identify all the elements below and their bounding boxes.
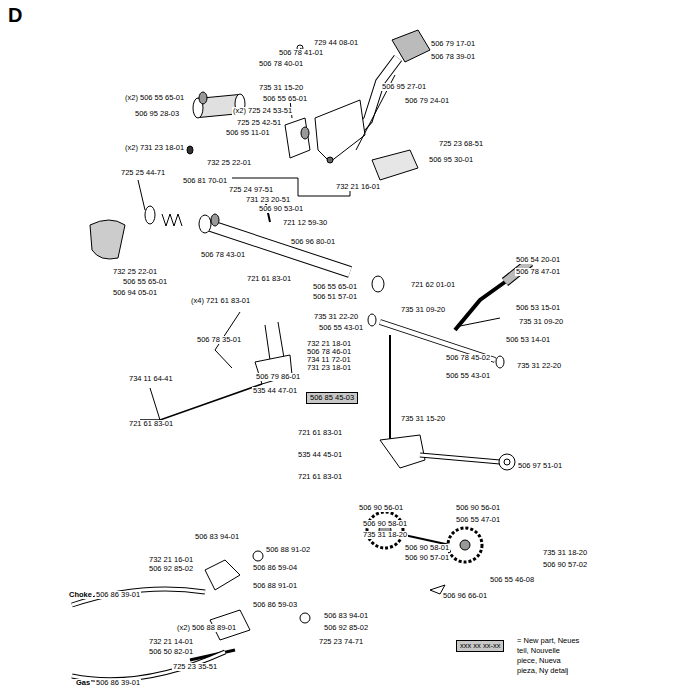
callout-number: 506 83 94-01 bbox=[194, 533, 240, 541]
callout-number: 506 90 56-01 bbox=[455, 504, 501, 512]
callout-number: 506 55 47-01 bbox=[455, 516, 501, 524]
callout-number: (x2) 506 55 65-01 bbox=[124, 94, 185, 102]
callout-number: 506 90 58-01 bbox=[404, 544, 450, 552]
callout-number: 506 96 80-01 bbox=[290, 238, 336, 246]
callout-number: 506 78 47-01 bbox=[515, 268, 561, 276]
callout-number: 506 55 43-01 bbox=[445, 372, 491, 380]
callout-number: 735 31 09-20 bbox=[400, 306, 446, 314]
cable-name: Gas bbox=[75, 679, 91, 687]
callout-number: 506 86 39-01 bbox=[95, 679, 141, 687]
callout-number: (x4) 721 61 83-01 bbox=[190, 297, 251, 305]
callout-number: 725 23 68-51 bbox=[438, 140, 484, 148]
callout-number: 725 25 44-71 bbox=[120, 169, 166, 177]
callout-number: 506 95 11-01 bbox=[225, 129, 271, 137]
callout-number: 721 61 83-01 bbox=[297, 473, 343, 481]
callout-number: 506 54 20-01 bbox=[515, 256, 561, 264]
callout-number: 735 31 15-20 bbox=[400, 415, 446, 423]
callout-number: 734 11 64-41 bbox=[128, 375, 174, 383]
callout-number: 506 88 91-01 bbox=[252, 582, 298, 590]
callout-number: 506 88 91-02 bbox=[265, 546, 311, 554]
callout-number: 721 61 83-01 bbox=[297, 429, 343, 437]
cable-name: Choke bbox=[68, 591, 93, 599]
callout-number: 731 23 18-01 bbox=[306, 364, 352, 372]
callout-number: 506 78 43-01 bbox=[200, 251, 246, 259]
callout-number: 506 78 35-01 bbox=[196, 336, 242, 344]
callout-number: 506 79 86-01 bbox=[255, 373, 301, 381]
callout-number: 506 51 57-01 bbox=[312, 293, 358, 301]
callout-number: 735 31 09-20 bbox=[518, 318, 564, 326]
callout-number: 506 78 39-01 bbox=[430, 53, 476, 61]
callout-number: 735 31 15-20 bbox=[258, 84, 304, 92]
callout-number: 506 92 85-02 bbox=[148, 565, 194, 573]
callout-number: 721 61 83-01 bbox=[128, 420, 174, 428]
callout-number: 731 23 20-51 bbox=[245, 196, 291, 204]
callout-number: 725 25 42-51 bbox=[236, 119, 282, 127]
callout-number: 506 53 14-01 bbox=[505, 336, 551, 344]
callout-number: 735 31 22-20 bbox=[313, 313, 359, 321]
callout-number: 506 79 17-01 bbox=[430, 40, 476, 48]
callout-number: 535 44 45-01 bbox=[297, 451, 343, 459]
callout-number: 506 94 05-01 bbox=[112, 289, 158, 297]
callout-number: 506 90 58-01 bbox=[362, 520, 408, 528]
callout-number: 506 90 56-01 bbox=[358, 504, 404, 512]
callout-number: 725 24 97-51 bbox=[228, 186, 274, 194]
section-letter: D bbox=[8, 4, 22, 26]
callout-number: 506 78 46-01 bbox=[306, 348, 352, 356]
callout-number: 506 50 82-01 bbox=[148, 648, 194, 656]
callout-number: 721 12 59-30 bbox=[282, 219, 328, 227]
callout-number: 732 21 18-01 bbox=[306, 340, 352, 348]
callout-number: 506 55 65-01 bbox=[262, 95, 308, 103]
callout-number: 732 25 22-01 bbox=[206, 159, 252, 167]
callout-number: 506 55 65-01 bbox=[312, 283, 358, 291]
callout-number: 732 25 22-01 bbox=[112, 268, 158, 276]
callout-number: 506 79 24-01 bbox=[404, 97, 450, 105]
callout-number: (x2) 731 23 18-01 bbox=[124, 144, 185, 152]
callout-number: 732 21 16-01 bbox=[335, 183, 381, 191]
callout-number: 732 21 14-01 bbox=[148, 638, 194, 646]
callout-number: 506 78 45-02 bbox=[445, 354, 491, 362]
callout-number: 506 95 30-01 bbox=[428, 156, 474, 164]
callout-number: 506 55 46-08 bbox=[489, 576, 535, 584]
callout-number: 725 23 74-71 bbox=[318, 638, 364, 646]
callout-number: 506 78 41-01 bbox=[278, 49, 324, 57]
legend-note: = New part, Neues teil, Nouvelle piece, … bbox=[516, 636, 582, 676]
callout-number: 506 90 57-02 bbox=[542, 561, 588, 569]
callout-number: 506 96 66-01 bbox=[442, 592, 488, 600]
callout-number: 734 11 72-01 bbox=[306, 356, 352, 364]
callout-number: (x2) 725 24 53-51 bbox=[232, 107, 293, 115]
callout-number: 729 44 08-01 bbox=[313, 39, 359, 47]
part-number: 506 85 45-03 bbox=[310, 393, 354, 402]
callout-number: 506 90 53-01 bbox=[258, 205, 304, 213]
callout-number: 721 62 01-01 bbox=[410, 281, 456, 289]
callout-number: 506 55 65-01 bbox=[122, 278, 168, 286]
callout-number: 506 81 70-01 bbox=[182, 177, 228, 185]
callout-number: 506 97 51-01 bbox=[517, 462, 563, 470]
callout-number: 506 92 85-02 bbox=[323, 624, 369, 632]
callout-number: 506 78 40-01 bbox=[258, 60, 304, 68]
callout-number: 506 86 39-01 bbox=[95, 591, 141, 599]
callout-number: 535 44 47-01 bbox=[252, 387, 298, 395]
callout-number: 506 83 94-01 bbox=[323, 612, 369, 620]
part-number: xxx xx xx-xx bbox=[460, 641, 500, 650]
callout-number: 735 31 18-20 bbox=[362, 531, 408, 539]
callout-number: (x2) 506 88 89-01 bbox=[176, 624, 237, 632]
callout-number: 732 21 16-01 bbox=[148, 556, 194, 564]
new-part-key-box: xxx xx xx-xx bbox=[456, 640, 504, 652]
callout-number: 506 53 15-01 bbox=[515, 304, 561, 312]
callout-number: 506 95 28-03 bbox=[134, 110, 180, 118]
callout-number: 506 86 59-04 bbox=[252, 564, 298, 572]
callout-number: 506 55 43-01 bbox=[318, 324, 364, 332]
callout-number: 506 95 27-01 bbox=[381, 83, 427, 91]
callout-number: 725 23 35-51 bbox=[172, 663, 218, 671]
callout-number: 735 31 18-20 bbox=[542, 549, 588, 557]
new-part-box: 506 85 45-03 bbox=[306, 392, 358, 404]
callout-number: 506 86 59-03 bbox=[252, 601, 298, 609]
callout-number: 721 61 83-01 bbox=[246, 275, 292, 283]
callout-number: 735 31 22-20 bbox=[516, 362, 562, 370]
callout-number: 506 90 57-01 bbox=[404, 554, 450, 562]
